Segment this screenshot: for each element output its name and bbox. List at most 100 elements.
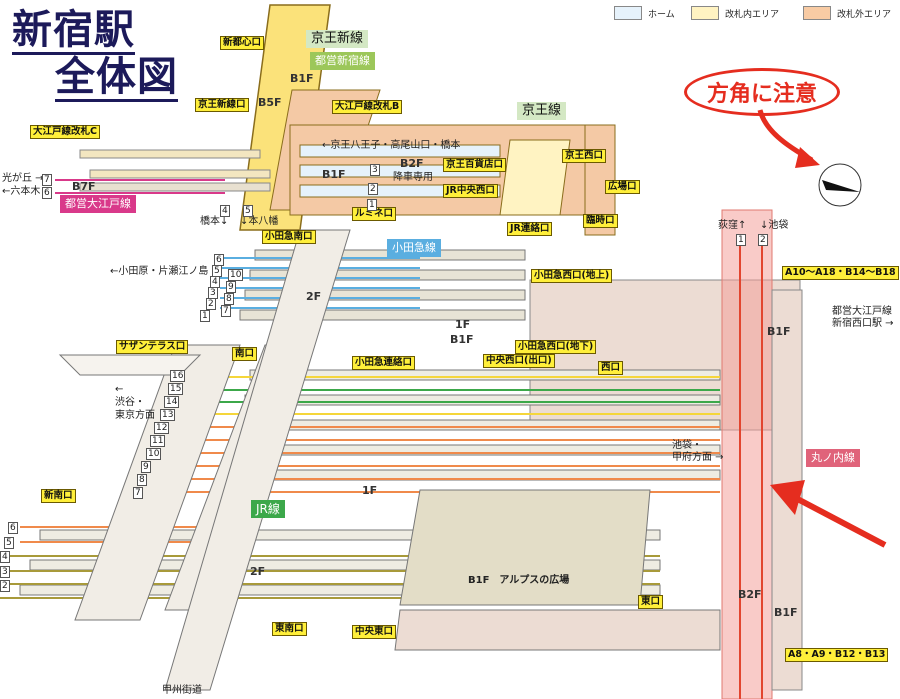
exit-odakyu-renraku[interactable]: 小田急連絡口 xyxy=(352,356,416,370)
floor-b1f-keio-new: B1F xyxy=(290,72,314,85)
direction-roppongi: ←六本木 xyxy=(2,186,41,197)
track-keio-1: 1 xyxy=(367,199,377,211)
direction-hashimoto: 橋本↓ xyxy=(200,216,229,227)
line-tag-jr: JR線 xyxy=(251,500,285,518)
track-keio-3: 3 xyxy=(370,164,380,176)
track-odakyu-10: 10 xyxy=(228,269,244,281)
track-jr-15: 15 xyxy=(168,383,184,395)
track-oedo-7: 7 xyxy=(42,174,52,186)
legend-swatch-platform xyxy=(614,6,642,20)
track-odakyu-7: 7 xyxy=(221,305,231,317)
line-tag-keio-new: 京王新線 xyxy=(306,30,369,48)
direction-shibuya: 渋谷・ xyxy=(115,397,145,408)
line-tag-odakyu: 小田急線 xyxy=(387,239,441,257)
compass-icon xyxy=(818,164,860,206)
exit-southern-terrace[interactable]: サザンテラス口 xyxy=(116,340,189,354)
floor-2f-odakyu: 2F xyxy=(306,290,322,303)
legend-inside-gate: 改札内エリア xyxy=(691,6,779,20)
direction-oedo-west-2: 新宿西口駅 → xyxy=(832,318,894,329)
track-marunouchi-2: 2 xyxy=(758,234,768,246)
direction-ikebukuro: ↓池袋 xyxy=(760,220,789,231)
direction-motoyawata: ↓本八幡 xyxy=(240,216,279,227)
track-jr-5: 5 xyxy=(4,537,14,549)
exit-east-south[interactable]: 東南口 xyxy=(272,622,307,636)
track-odakyu-9: 9 xyxy=(226,281,236,293)
track-odakyu-2: 2 xyxy=(206,298,216,310)
map-title-line2: 全体図 xyxy=(55,54,178,102)
track-jr-14: 14 xyxy=(164,396,180,408)
alps-hiroba-label: B1F アルプスの広場 xyxy=(468,575,570,586)
exit-west[interactable]: 西口 xyxy=(598,361,624,375)
exit-east[interactable]: 東口 xyxy=(638,595,664,609)
track-jr-2: 2 xyxy=(0,580,10,592)
track-keio-2: 2 xyxy=(368,183,378,195)
exit-south[interactable]: 南口 xyxy=(232,347,258,361)
direction-shibuya-arrow: ← xyxy=(115,384,124,395)
track-odakyu-1: 1 xyxy=(200,310,210,322)
floor-b1f-marunouchi: B1F xyxy=(767,325,791,338)
track-jr-6: 6 xyxy=(8,522,18,534)
exit-oedo-c[interactable]: 大江戸線改札C xyxy=(30,125,100,139)
exit-a10-b18[interactable]: A10〜A18・B14〜B18 xyxy=(782,266,899,280)
floor-b5f: B5F xyxy=(258,96,282,109)
track-jr-13: 13 xyxy=(160,409,176,421)
floor-b2f-keio: B2F xyxy=(400,157,424,170)
exit-new-south[interactable]: 新南口 xyxy=(41,489,76,503)
legend-outside-gate: 改札外エリア xyxy=(803,6,891,20)
koshu-kaido-label: 甲州街道 xyxy=(162,685,202,696)
line-tag-toei-shinjuku: 都営新宿線 xyxy=(310,52,375,70)
floor-b1f-east: B1F xyxy=(774,606,798,619)
direction-odakyu: ←小田原・片瀬江ノ島 xyxy=(110,266,209,277)
exit-keio-dept[interactable]: 京王百貨店口 xyxy=(443,158,507,172)
exit-keio-new[interactable]: 京王新線口 xyxy=(195,98,249,112)
alighting-only-label: 降車専用 xyxy=(393,172,433,183)
legend-swatch-outside xyxy=(803,6,831,20)
exit-odakyu-west-underground[interactable]: 小田急西口(地下) xyxy=(515,340,597,354)
track-odakyu-8: 8 xyxy=(224,293,234,305)
track-jr-10: 10 xyxy=(146,448,162,460)
direction-keio: ←京王八王子・高尾山口・橋本 xyxy=(322,140,461,151)
floor-b2f-marunouchi: B2F xyxy=(738,588,762,601)
track-keio-new-4: 4 xyxy=(220,205,230,217)
floor-b7f: B7F xyxy=(72,180,96,193)
track-jr-11: 11 xyxy=(150,435,166,447)
line-tag-marunouchi: 丸ノ内線 xyxy=(806,449,860,467)
direction-ogikubo: 荻窪↑ xyxy=(718,220,747,231)
exit-a8-b13[interactable]: A8・A9・B12・B13 xyxy=(785,648,889,662)
track-jr-8: 8 xyxy=(137,474,147,486)
track-jr-16: 16 xyxy=(170,370,186,382)
map-title-line1: 新宿駅 xyxy=(12,7,135,55)
exit-chuo-east[interactable]: 中央東口 xyxy=(352,625,397,639)
legend-swatch-inside xyxy=(691,6,719,20)
exit-shintoshin[interactable]: 新都心口 xyxy=(220,36,265,50)
track-jr-9: 9 xyxy=(141,461,151,473)
track-keio-new-5: 5 xyxy=(243,205,253,217)
direction-warning-bubble: 方角に注意 xyxy=(684,68,840,116)
line-tag-toei-oedo: 都営大江戸線 xyxy=(60,195,136,213)
exit-odakyu-south[interactable]: 小田急南口 xyxy=(262,230,316,244)
floor-b1f-keio: B1F xyxy=(322,168,346,181)
exit-oedo-b[interactable]: 大江戸線改札B xyxy=(332,100,403,114)
floor-1f-odakyu: 1F xyxy=(455,318,471,331)
direction-ikebukuro-kofu-2: 甲府方面 → xyxy=(672,452,724,463)
exit-jr-renraku[interactable]: JR連絡口 xyxy=(507,222,553,236)
track-jr-12: 12 xyxy=(154,422,170,434)
floor-2f-jr: 2F xyxy=(250,565,266,578)
exit-hiroba[interactable]: 広場口 xyxy=(605,180,640,194)
legend-platform: ホーム xyxy=(614,6,675,20)
direction-ikebukuro-kofu-1: 池袋・ xyxy=(672,440,702,451)
direction-tokyo: 東京方面 xyxy=(115,410,155,421)
exit-rinji[interactable]: 臨時口 xyxy=(583,214,618,228)
exit-odakyu-west-ground[interactable]: 小田急西口(地上) xyxy=(531,269,613,283)
track-marunouchi-1: 1 xyxy=(736,234,746,246)
track-jr-7: 7 xyxy=(133,487,143,499)
line-tag-keio: 京王線 xyxy=(517,102,567,120)
floor-b1f-odakyu: B1F xyxy=(450,333,474,346)
exit-keio-west[interactable]: 京王西口 xyxy=(562,149,607,163)
track-oedo-6: 6 xyxy=(42,187,52,199)
exit-chuo-west[interactable]: 中央西口(出口) xyxy=(483,354,555,368)
exit-jr-chuo-west[interactable]: JR中央西口 xyxy=(443,184,498,198)
direction-hikarigaoka: 光が丘 → xyxy=(2,173,44,184)
track-jr-4: 4 xyxy=(0,551,10,563)
